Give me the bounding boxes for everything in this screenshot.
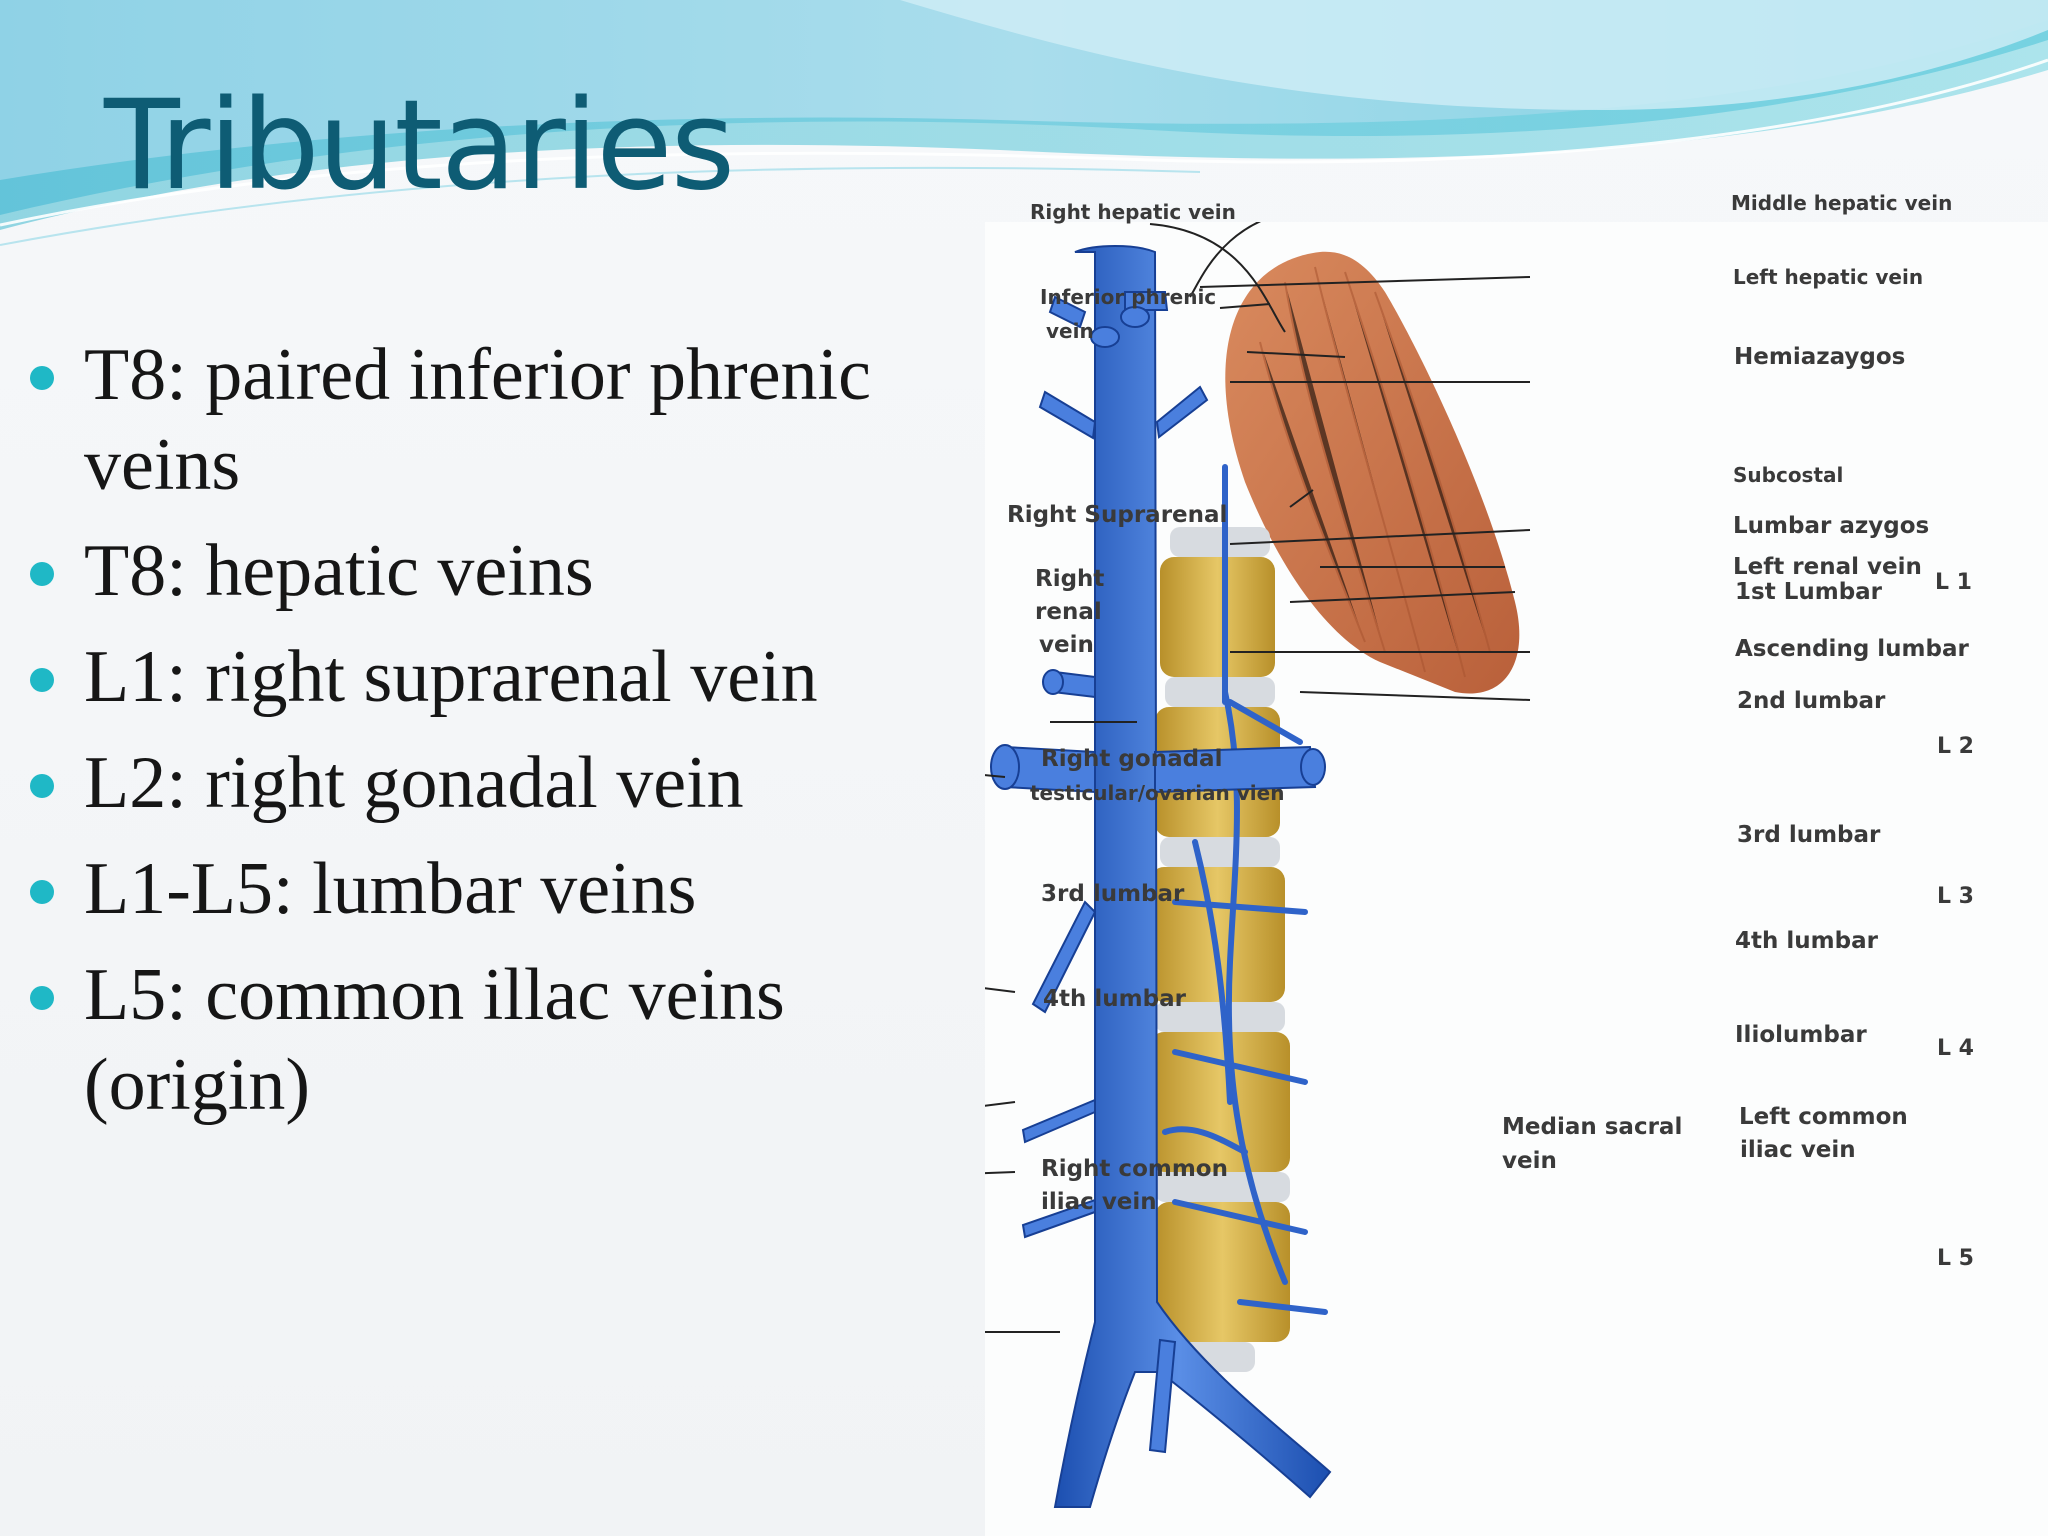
label-left-common-iliac-vein-2: iliac vein: [1740, 1137, 1856, 1163]
label-right-gonadal-vein-2: testicular/ovarian vien: [1030, 781, 1285, 805]
label-inferior-phrenic-vein-2: vein: [1046, 319, 1094, 343]
label-left-common-iliac-vein: Left common: [1739, 1104, 1908, 1130]
label-ascending-lumbar: Ascending lumbar: [1735, 636, 1969, 662]
label-right-hepatic-vein: Right hepatic vein: [1030, 200, 1236, 224]
header-wave-banner: [0, 0, 2048, 246]
hepatic-phrenic-branches: [1038, 291, 1209, 440]
label-right-renal-vein-3: vein: [1039, 632, 1094, 658]
bullet-text: T8: hepatic veins: [84, 530, 594, 612]
bullet-text: L5: common illac veins (origin): [84, 954, 785, 1126]
diaphragm-muscle: [1225, 251, 1520, 694]
bullet-text: L1: right suprarenal vein: [84, 636, 818, 718]
level-label-l4: L 4: [1937, 1036, 1974, 1061]
label-left-renal-vein: Left renal vein: [1733, 554, 1922, 580]
label-subcostal: Subcostal: [1733, 463, 1844, 487]
bullet-item: L5: common illac veins (origin): [26, 950, 1006, 1130]
label-right-suprarenal: Right Suprarenal: [1007, 502, 1228, 528]
renal-branches: [990, 669, 1326, 1454]
bullet-text: L2: right gonadal vein: [84, 742, 744, 824]
level-label-l2: L 2: [1937, 734, 1974, 759]
bullet-item: T8: hepatic veins: [26, 526, 1006, 616]
ivc-anatomy-figure: Right hepatic vein Inferior phrenic vein…: [985, 191, 2048, 1536]
bullet-item: L1: right suprarenal vein: [26, 632, 1006, 722]
vertebral-column: [1145, 527, 1290, 1372]
label-right-gonadal-vein: Right gonadal: [1041, 746, 1223, 772]
bullet-item: L2: right gonadal vein: [26, 738, 1006, 828]
bullet-item: L1-L5: lumbar veins: [26, 844, 1006, 934]
bullet-list: T8: paired inferior phrenic veins T8: he…: [26, 330, 1006, 1146]
label-iliolumbar: Iliolumbar: [1735, 1022, 1867, 1048]
label-fourth-lumbar-left: 4th lumbar: [1043, 986, 1186, 1012]
label-third-lumbar-right: 3rd lumbar: [1737, 822, 1881, 848]
bullet-dot-icon: [30, 668, 54, 692]
bullet-dot-icon: [30, 774, 54, 798]
bullet-text: T8: paired inferior phrenic veins: [84, 334, 871, 506]
label-hemiazaygos: Hemiazaygos: [1734, 344, 1906, 370]
leader-lines: [985, 222, 1531, 1333]
bullet-text: L1-L5: lumbar veins: [84, 848, 697, 930]
label-median-sacral-vein: Median sacral: [1502, 1114, 1683, 1140]
label-inferior-phrenic-vein: Inferior phrenic: [1040, 285, 1217, 309]
label-right-common-iliac-vein-2: iliac vein: [1041, 1189, 1157, 1215]
level-label-l1: L 1: [1935, 570, 1972, 595]
bullet-dot-icon: [30, 880, 54, 904]
bullet-dot-icon: [30, 986, 54, 1010]
label-right-renal-vein: Right: [1035, 566, 1105, 592]
bullet-dot-icon: [30, 562, 54, 586]
label-left-hepatic-vein: Left hepatic vein: [1733, 265, 1924, 289]
bullet-item: T8: paired inferior phrenic veins: [26, 330, 1006, 510]
level-label-l5: L 5: [1937, 1246, 1974, 1271]
bullet-dot-icon: [30, 366, 54, 390]
label-third-lumbar-left: 3rd lumbar: [1041, 881, 1185, 907]
label-middle-hepatic-vein: Middle hepatic vein: [1731, 191, 1953, 215]
ivc-illustration: [985, 222, 1531, 1508]
label-first-lumbar: 1st Lumbar: [1735, 579, 1883, 605]
label-right-common-iliac-vein: Right common: [1041, 1156, 1228, 1182]
label-right-renal-vein-2: renal: [1035, 599, 1102, 625]
label-fourth-lumbar-right: 4th lumbar: [1735, 928, 1878, 954]
label-second-lumbar: 2nd lumbar: [1737, 688, 1886, 714]
slide-title: Tributaries: [104, 74, 735, 218]
label-median-sacral-vein-2: vein: [1502, 1148, 1557, 1174]
label-lumbar-azygos: Lumbar azygos: [1733, 513, 1930, 539]
level-label-l3: L 3: [1937, 884, 1974, 909]
inferior-vena-cava: [1053, 245, 1332, 1508]
